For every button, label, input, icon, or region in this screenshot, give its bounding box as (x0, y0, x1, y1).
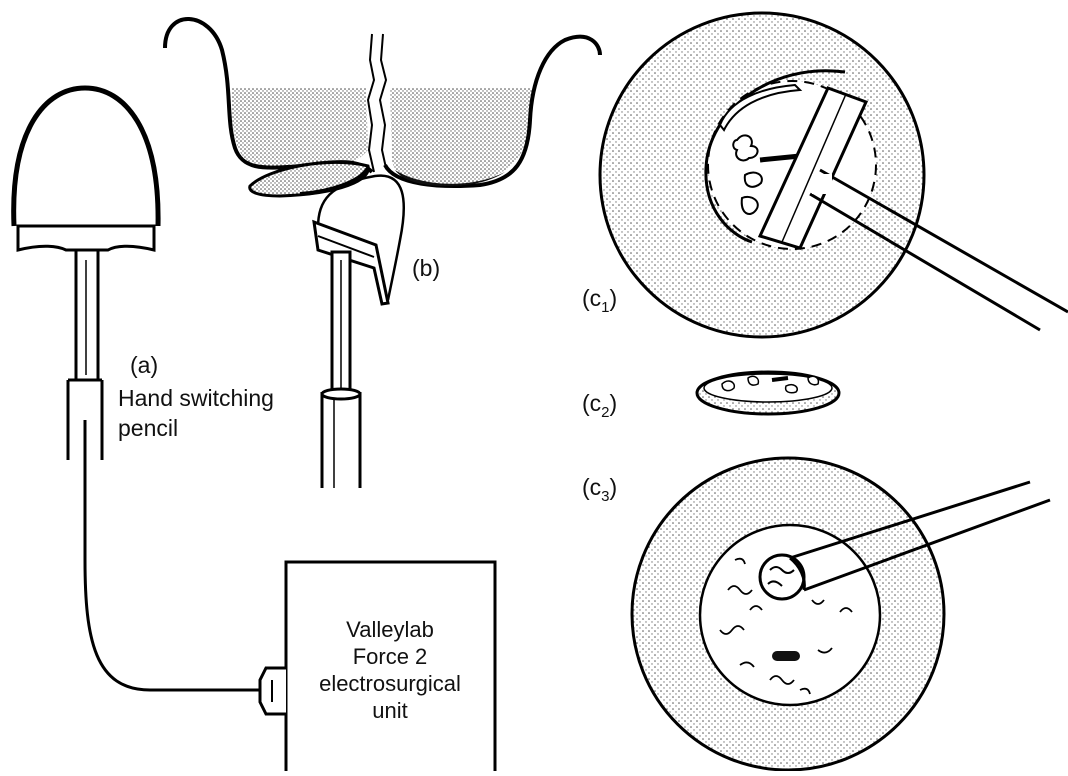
unit-label-line3: electrosurgical (319, 671, 461, 696)
label-c3: (c3) (582, 474, 617, 505)
label-pencil-line1: Hand switching (118, 385, 274, 411)
label-b: (b) (412, 255, 440, 281)
handle-b (322, 392, 360, 488)
label-a: (a) (130, 352, 158, 378)
label-pencil-line2: pencil (118, 415, 178, 441)
cervix-section-b (165, 19, 600, 488)
panel-c3 (632, 458, 1050, 770)
cervical-canal-left (368, 34, 374, 172)
loop-crossbar (18, 226, 154, 250)
cable-to-unit (85, 560, 262, 690)
crater-c3 (700, 525, 880, 705)
cervical-canal-right (380, 34, 386, 168)
unit-label-line4: unit (372, 698, 407, 723)
unit-label-line1: Valleylab (346, 617, 434, 642)
unit-label-line2: Force 2 (353, 644, 428, 669)
os-mark-c3 (772, 651, 800, 661)
label-c2: (c2) (582, 390, 617, 421)
panel-c2 (697, 372, 839, 414)
panel-c1 (600, 13, 1068, 337)
pencil-shaft (76, 250, 98, 380)
label-c1: (c1) (582, 285, 617, 316)
ball-electrode-c3 (760, 555, 804, 599)
tissue-left (232, 88, 368, 168)
loop-wire (14, 88, 158, 226)
